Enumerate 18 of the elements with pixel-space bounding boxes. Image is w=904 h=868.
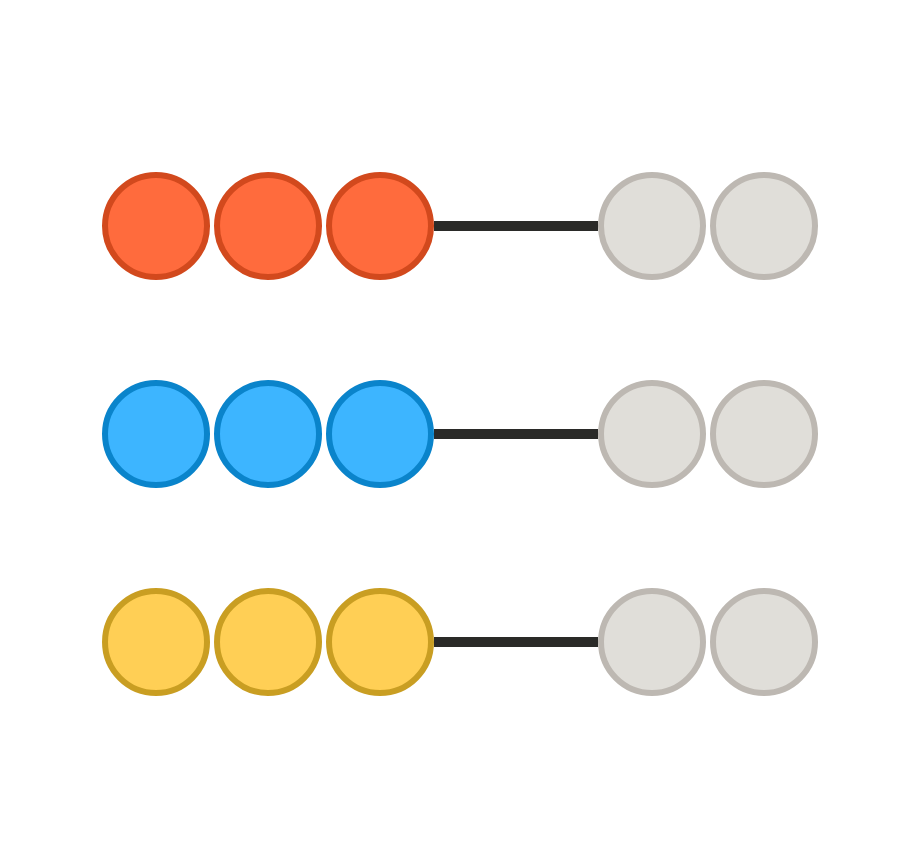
- connector-line: [434, 428, 598, 439]
- connector-line: [434, 220, 598, 231]
- circle: [710, 171, 818, 280]
- circle: [102, 379, 210, 488]
- circle: [326, 587, 434, 696]
- circle: [214, 379, 322, 488]
- circle: [710, 379, 818, 488]
- circle: [214, 171, 322, 280]
- circle: [598, 379, 706, 488]
- circle: [102, 587, 210, 696]
- circle: [326, 171, 434, 280]
- circle: [214, 587, 322, 696]
- circle: [598, 171, 706, 280]
- circle: [326, 379, 434, 488]
- connector-line: [434, 636, 598, 647]
- circle: [102, 171, 210, 280]
- circle: [710, 587, 818, 696]
- circle: [598, 587, 706, 696]
